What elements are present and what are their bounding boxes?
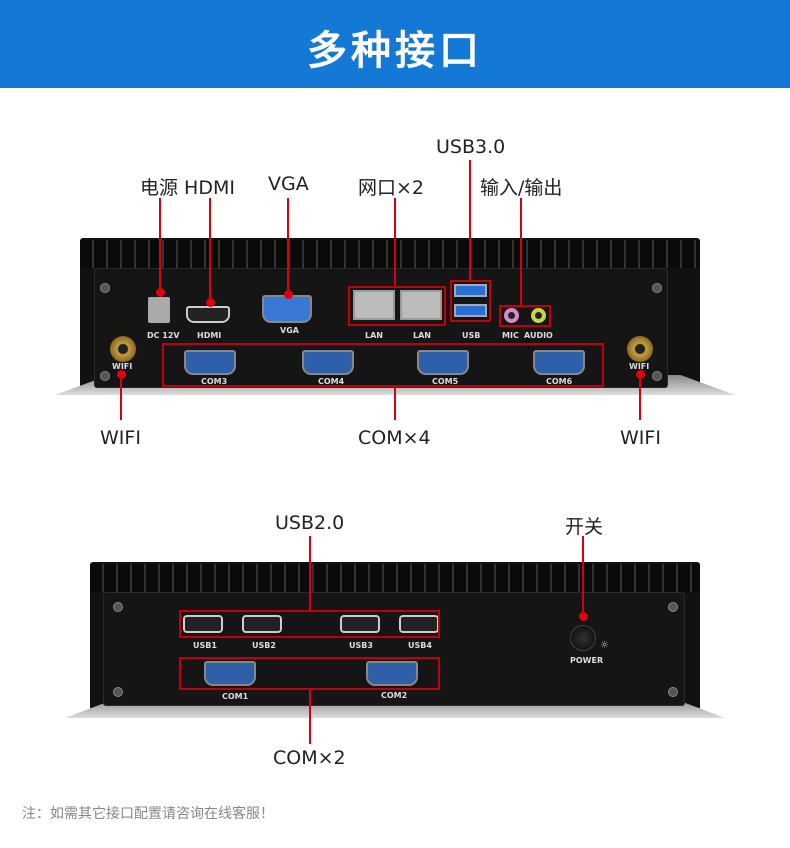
callout-power-hdmi: 电源 HDMI	[140, 177, 235, 199]
leader-dot	[117, 370, 126, 379]
mic-jack	[504, 308, 519, 323]
com4-port	[302, 350, 354, 375]
screw-icon	[652, 283, 662, 293]
page-title: 多种接口	[307, 28, 483, 74]
callout-power: 开关	[565, 516, 604, 538]
port-label-lan2: LAN	[413, 331, 431, 340]
port-label-usb1: USB1	[193, 641, 217, 650]
lan-port-1	[353, 290, 395, 320]
leader-dot	[284, 290, 293, 299]
leader-dot	[636, 370, 645, 379]
footnote: 注：如需其它接口配置请咨询在线客服！	[22, 806, 274, 822]
callout-wifi-left: WIFI	[100, 427, 141, 449]
port-label-com5: COM5	[432, 377, 459, 386]
port-label-usb4: USB4	[408, 641, 432, 650]
screw-icon	[113, 687, 123, 697]
leader-line	[309, 690, 311, 744]
leader-line	[159, 198, 161, 292]
callout-audio: 输入/输出	[480, 177, 563, 199]
audio-highlight-box	[499, 305, 551, 327]
com2-highlight-box	[179, 657, 440, 690]
port-label-lan1: LAN	[365, 331, 383, 340]
heatsink-fins	[90, 564, 700, 592]
usb3-port-2	[454, 304, 487, 317]
leader-line	[520, 198, 522, 305]
lan-highlight-box	[348, 286, 446, 326]
leader-line	[639, 374, 641, 420]
leader-dot	[206, 298, 215, 307]
leader-dot	[156, 288, 165, 297]
hdmi-port	[186, 306, 230, 323]
port-label-mic: MIC	[502, 331, 519, 340]
com1-port	[204, 661, 256, 686]
port-label-vga: VGA	[280, 326, 299, 335]
leader-line	[394, 387, 396, 420]
callout-com2: COM×2	[273, 747, 346, 769]
port-label-hdmi: HDMI	[197, 331, 222, 340]
screw-icon	[113, 602, 123, 612]
heatsink-fins	[80, 240, 700, 268]
power-button[interactable]	[570, 625, 596, 651]
callout-vga: VGA	[268, 173, 309, 195]
header-banner	[0, 0, 790, 88]
usb3-port-1	[454, 284, 487, 297]
port-label-wifi1: WIFI	[112, 362, 133, 371]
com2-port	[366, 661, 418, 686]
port-label-com1: COM1	[222, 692, 249, 701]
com-highlight-box	[162, 343, 604, 387]
dc-jack	[148, 297, 170, 323]
port-label-dc: DC 12V	[147, 331, 180, 340]
leader-line	[394, 198, 396, 286]
leader-line	[582, 536, 584, 616]
wifi-antenna-left	[110, 336, 136, 362]
leader-line	[309, 536, 311, 610]
usb2-highlight-box	[179, 610, 440, 638]
leader-line	[209, 198, 211, 302]
port-label-com4: COM4	[318, 377, 345, 386]
com3-port	[184, 350, 236, 375]
screw-icon	[652, 371, 662, 381]
callout-wifi-right: WIFI	[620, 427, 661, 449]
callout-com4: COM×4	[358, 427, 431, 449]
port-label-wifi2: WIFI	[629, 362, 650, 371]
screw-icon	[668, 687, 678, 697]
port-label-com6: COM6	[546, 377, 573, 386]
leader-line	[120, 374, 122, 420]
usb3-highlight-box	[450, 280, 491, 322]
com5-port	[417, 350, 469, 375]
wifi-antenna-right	[627, 336, 653, 362]
port-label-usb2: USB2	[252, 641, 276, 650]
vga-port	[262, 295, 312, 323]
port-label-com3: COM3	[201, 377, 228, 386]
com6-port	[533, 350, 585, 375]
screw-icon	[100, 371, 110, 381]
callout-usb3: USB3.0	[436, 136, 506, 158]
leader-line	[469, 160, 471, 280]
leader-line	[287, 198, 289, 294]
screw-icon	[668, 602, 678, 612]
usb1-port	[183, 615, 223, 633]
usb2-port	[242, 615, 282, 633]
lan-port-2	[400, 290, 442, 320]
port-label-usb: USB	[462, 331, 481, 340]
audio-jack	[531, 308, 546, 323]
screw-icon	[100, 283, 110, 293]
callout-usb2: USB2.0	[275, 512, 345, 534]
usb3-rear-port	[340, 615, 380, 633]
port-label-audio: AUDIO	[524, 331, 553, 340]
port-label-usb3: USB3	[349, 641, 373, 650]
port-label-power: POWER	[570, 656, 604, 665]
port-label-com2: COM2	[381, 691, 408, 700]
callout-lan: 网口×2	[358, 177, 425, 199]
power-led-icon: ☼	[600, 640, 609, 651]
leader-dot	[579, 612, 588, 621]
